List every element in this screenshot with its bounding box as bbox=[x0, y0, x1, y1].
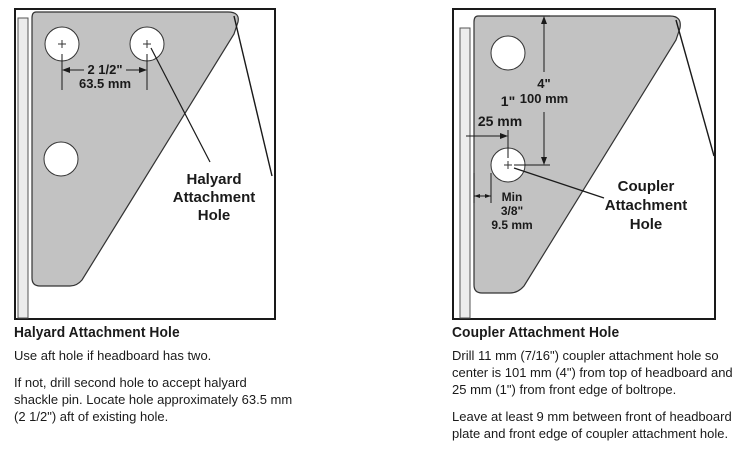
spacing-dimension bbox=[61, 54, 148, 90]
coupler-hole-figure: 4" 100 mm 1" 25 mm Min 3/8" 9.5 mm Coupl… bbox=[452, 8, 716, 320]
existing-hole bbox=[490, 35, 526, 71]
sail-edge-line bbox=[675, 19, 715, 157]
sail-edge-line bbox=[233, 15, 273, 177]
min-clearance-dimension bbox=[473, 173, 492, 203]
coupler-caption-p2: Leave at least 9 mm between front of hea… bbox=[452, 409, 732, 441]
forward-hole bbox=[44, 26, 80, 62]
coupler-callout-line2: Attachment bbox=[605, 197, 688, 214]
halyard-callout-line1: Halyard bbox=[186, 171, 241, 188]
coupler-caption-title: Coupler Attachment Hole bbox=[452, 324, 620, 341]
headboard-plate bbox=[473, 15, 681, 294]
halyard-hole-figure: 2 1/2" 63.5 mm Halyard Attachment Hole bbox=[14, 8, 276, 320]
vertical-dim-label-metric: 100 mm bbox=[520, 91, 568, 106]
vertical-dim-label: 4" bbox=[537, 76, 550, 91]
coupler-leader-line bbox=[513, 167, 605, 199]
horizontal-dim-label-metric: 25 mm bbox=[478, 113, 522, 129]
horizontal-dimension bbox=[466, 130, 509, 158]
min-label-1: Min bbox=[502, 190, 523, 204]
spacing-label-metric: 63.5 mm bbox=[79, 76, 131, 91]
vertical-dimension bbox=[514, 15, 550, 166]
spacing-label: 2 1/2" bbox=[87, 62, 122, 77]
halyard-callout-line3: Hole bbox=[198, 207, 231, 224]
coupler-caption-p1: Drill 11 mm (7/16") coupler attachment h… bbox=[452, 348, 733, 397]
min-label-3: 9.5 mm bbox=[491, 218, 532, 232]
halyard-callout-line2: Attachment bbox=[173, 189, 256, 206]
min-label-2: 3/8" bbox=[501, 204, 523, 218]
coupler-hole-diagram: 4" 100 mm 1" 25 mm Min 3/8" 9.5 mm Coupl… bbox=[452, 8, 716, 320]
halyard-hole-diagram: 2 1/2" 63.5 mm Halyard Attachment Hole bbox=[14, 8, 276, 320]
halyard-leader-line bbox=[150, 47, 211, 163]
halyard-caption-p2: If not, drill second hole to accept haly… bbox=[14, 375, 293, 424]
lower-hole bbox=[43, 141, 79, 177]
halyard-caption-title: Halyard Attachment Hole bbox=[14, 324, 180, 341]
horizontal-dim-label: 1" bbox=[501, 93, 515, 109]
headboard-plate bbox=[31, 11, 239, 287]
coupler-callout-line3: Hole bbox=[630, 216, 663, 233]
coupler-callout-line1: Coupler bbox=[618, 178, 675, 195]
halyard-caption: Halyard Attachment Hole Use aft hole if … bbox=[14, 324, 294, 435]
coupler-caption: Coupler Attachment Hole Drill 11 mm (7/1… bbox=[452, 324, 747, 452]
halyard-caption-p1: Use aft hole if headboard has two. bbox=[14, 348, 212, 363]
boltrope bbox=[17, 17, 29, 319]
boltrope bbox=[459, 27, 471, 319]
